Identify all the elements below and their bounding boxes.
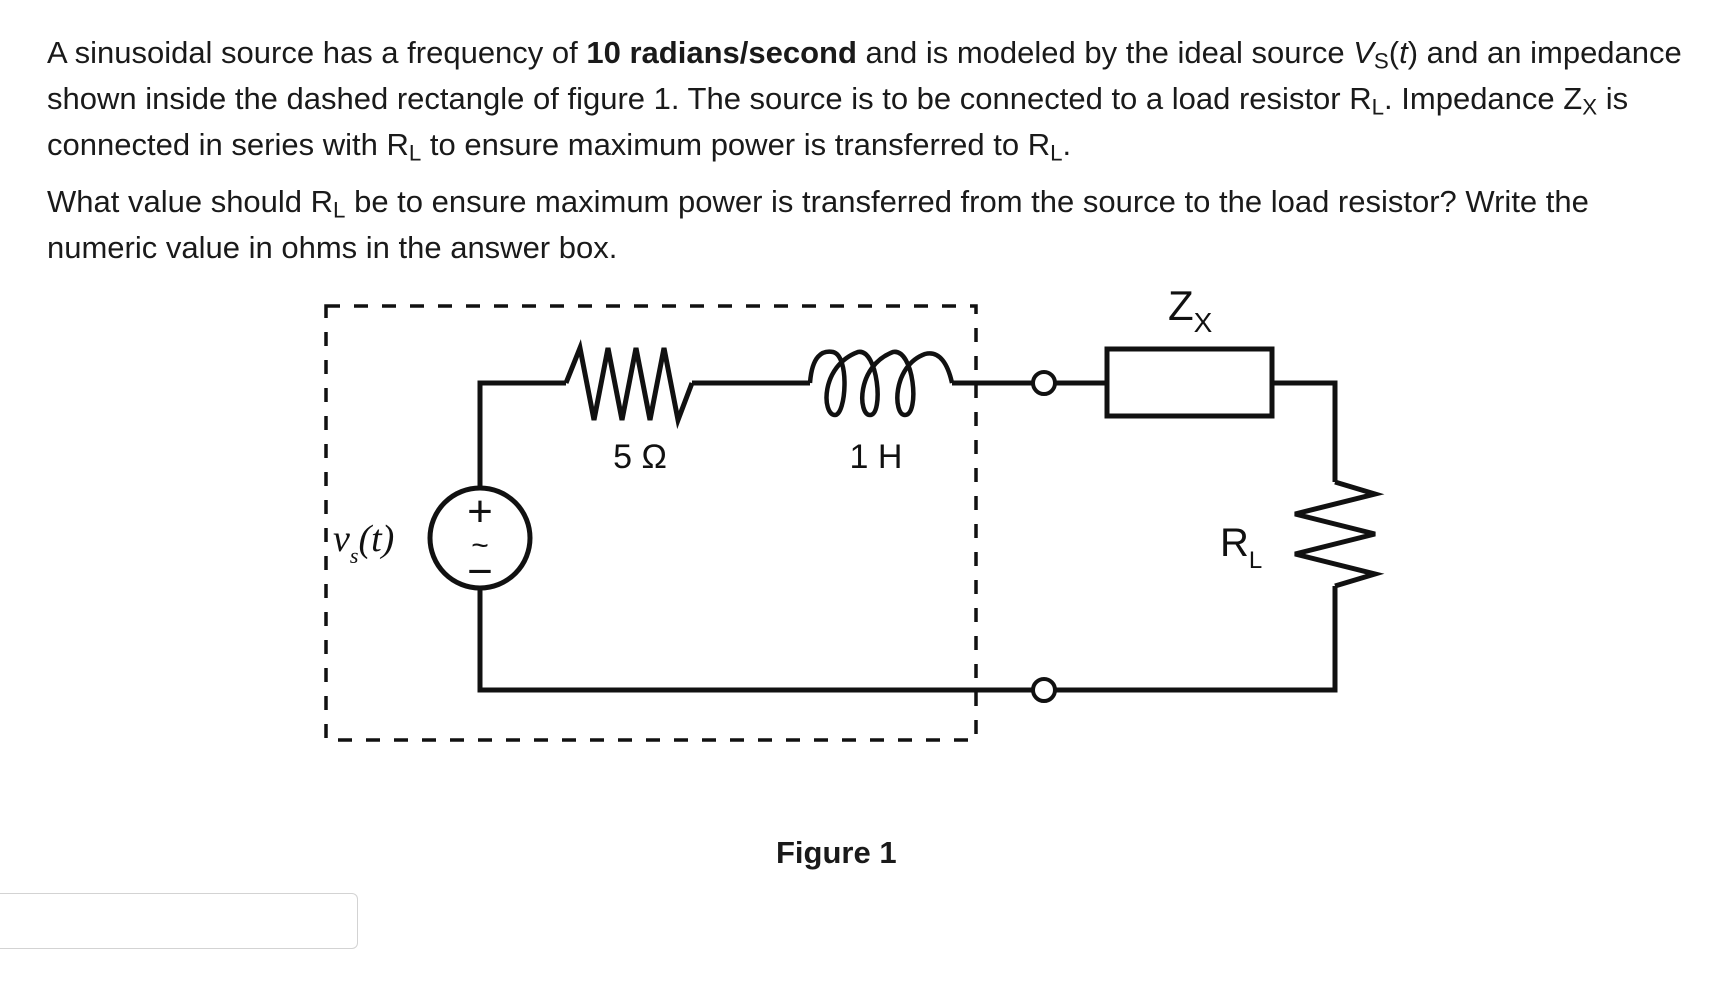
question-text: A sinusoidal source has a frequency of 1…	[47, 30, 1687, 271]
resistor-5-ohm	[563, 339, 695, 430]
terminal-top	[1031, 370, 1057, 396]
zx-label: ZX	[1168, 282, 1213, 338]
source-plus-sign: +	[467, 487, 493, 536]
voltage-source	[427, 485, 533, 591]
inductor-1-h	[807, 349, 955, 418]
source-label: vs(t)	[333, 518, 394, 568]
question-paragraph-2: What value should RL be to ensure maximu…	[47, 184, 1589, 265]
figure-caption: Figure 1	[776, 835, 897, 870]
rl-label: RL	[1220, 521, 1262, 574]
zx-impedance-box	[1104, 346, 1275, 419]
frequency-value: 10 radians/second	[586, 35, 857, 70]
source-minus-sign: −	[467, 547, 493, 596]
wire-right-lower	[1055, 586, 1338, 693]
load-resistor	[1294, 479, 1385, 589]
source-tilde: ~	[471, 529, 489, 562]
resistor-label: 5 Ω	[613, 438, 667, 476]
source-dashed-box	[324, 304, 978, 742]
answer-input[interactable]	[0, 893, 358, 949]
wire-bottom	[477, 588, 1033, 693]
wire-right	[1272, 380, 1338, 482]
terminal-bottom	[1031, 677, 1057, 703]
question-paragraph-1: A sinusoidal source has a frequency of 1…	[47, 35, 1682, 166]
inductor-label: 1 H	[850, 438, 903, 476]
